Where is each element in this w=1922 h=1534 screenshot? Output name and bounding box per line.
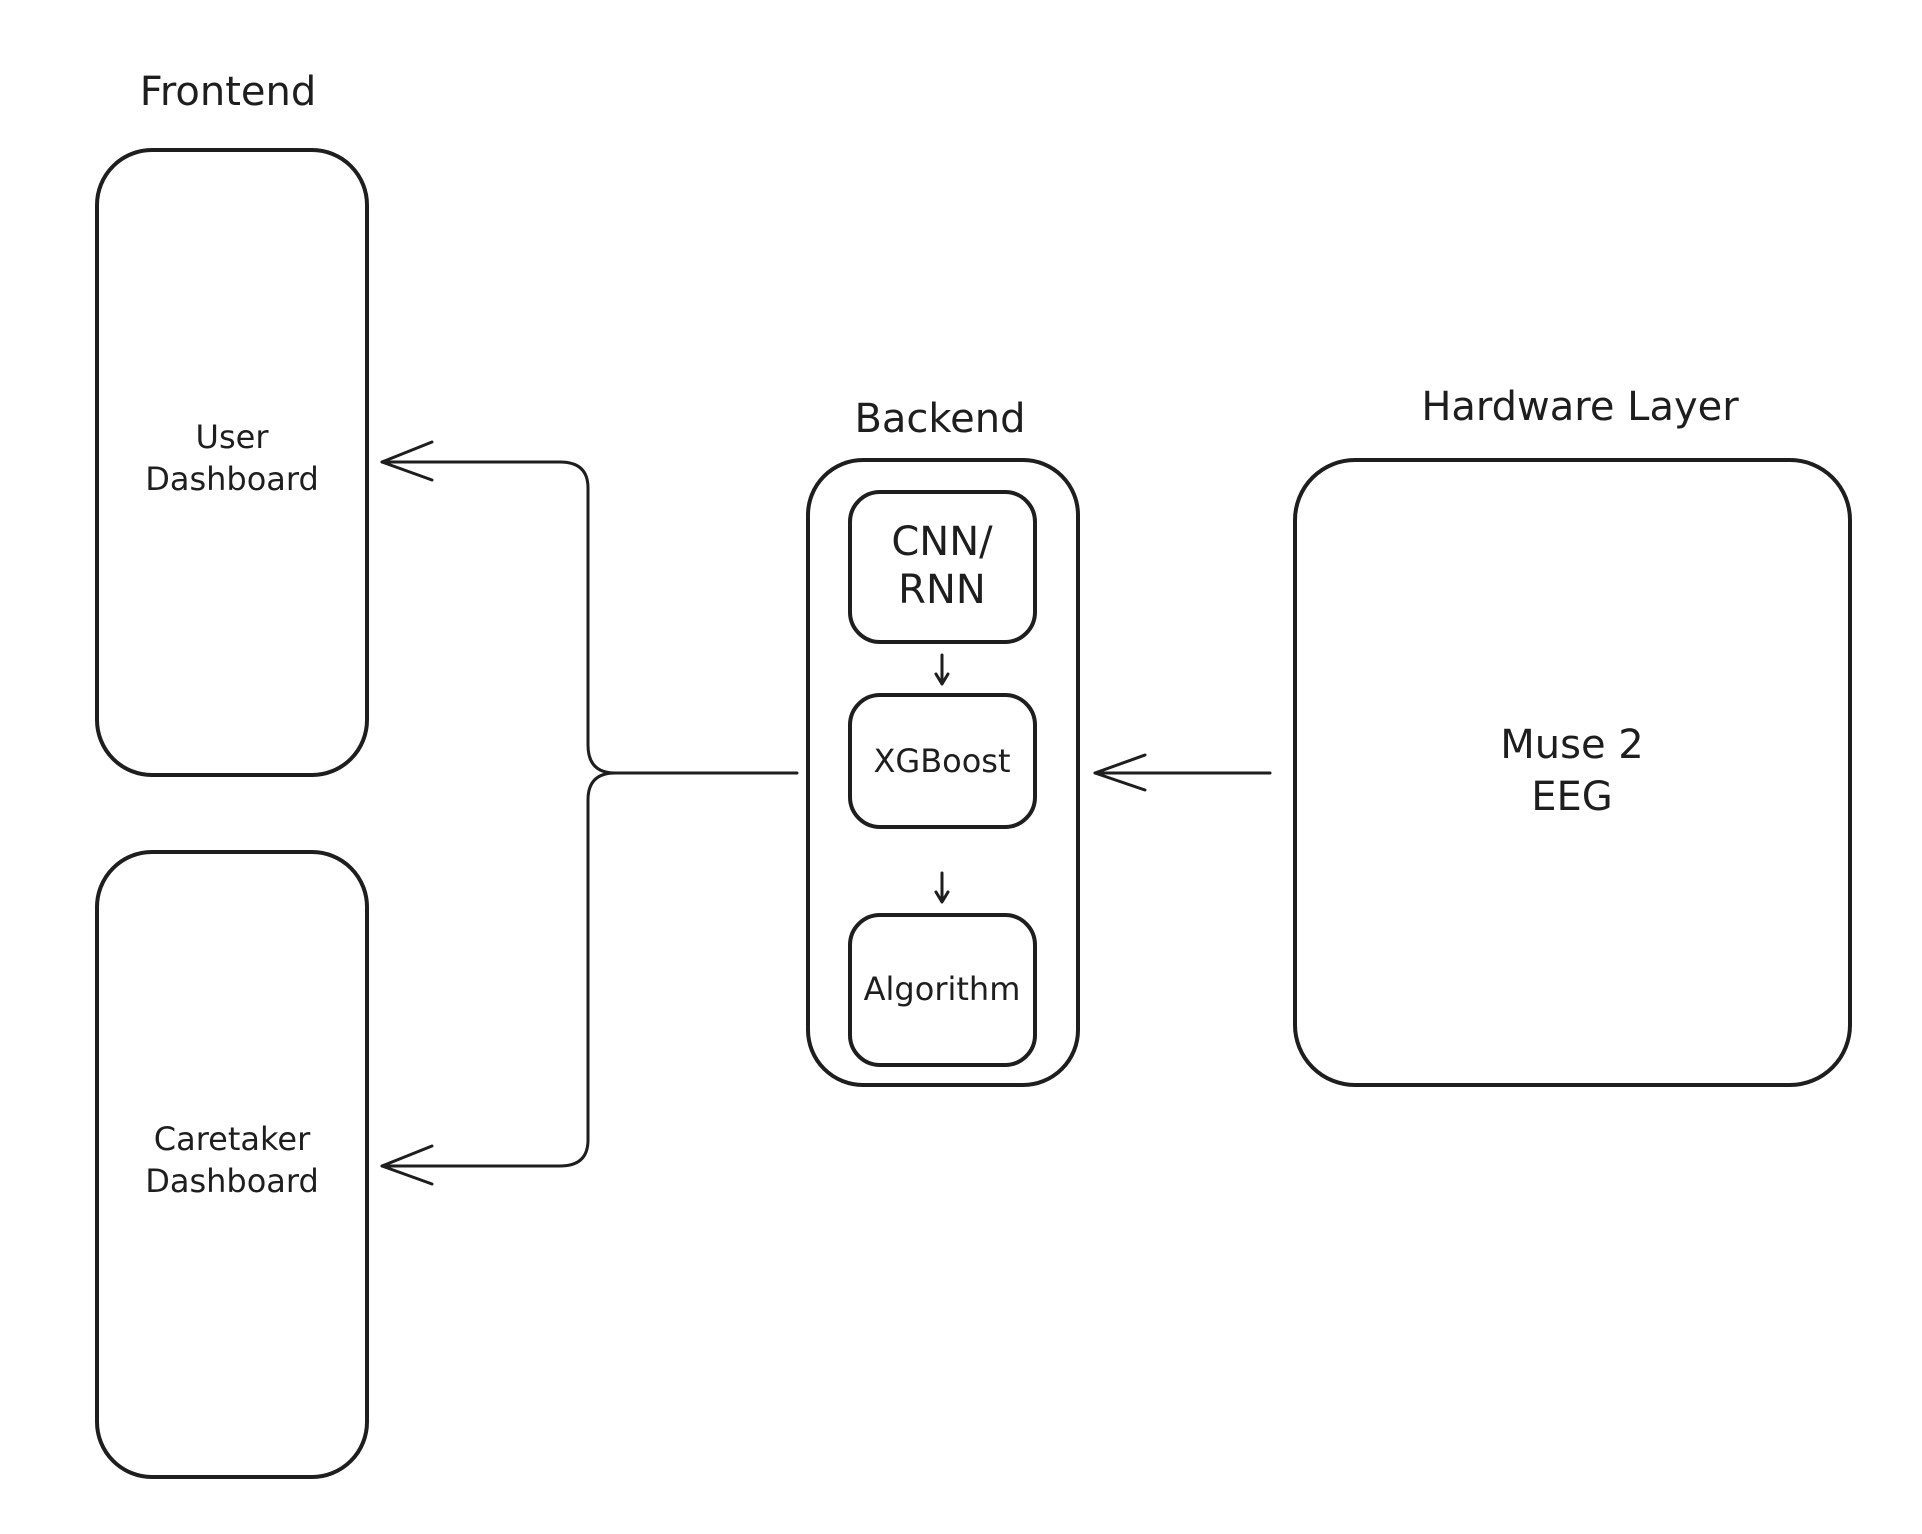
cnn-to-xgboost-arrowhead <box>934 672 950 686</box>
cnn-rnn-box[interactable] <box>848 490 1037 644</box>
xgboost-label: XGBoost <box>873 742 1010 780</box>
user-dashboard-label-line2: Dashboard <box>145 460 319 498</box>
algorithm-label: Algorithm <box>864 970 1021 1008</box>
muse-eeg-label-line1: Muse 2 <box>1500 722 1643 768</box>
backend-container[interactable] <box>806 458 1080 1087</box>
frontend-title: Frontend <box>140 69 317 115</box>
backend-to-user-dashboard-arrowhead <box>380 440 434 482</box>
xgboost-box[interactable] <box>848 693 1037 829</box>
backend-title: Backend <box>854 396 1025 442</box>
hardware-layer-title: Hardware Layer <box>1421 384 1739 430</box>
cnn-rnn-label-line2: RNN <box>898 567 986 613</box>
caretaker-dashboard-label-line2: Dashboard <box>145 1162 319 1200</box>
muse-eeg-label-line2: EEG <box>1531 774 1613 820</box>
user-dashboard-label-line1: User <box>196 418 270 456</box>
xgboost-to-algorithm-arrowhead <box>934 890 950 904</box>
backend-to-user-dashboard-connector <box>380 460 799 775</box>
muse-eeg-box[interactable] <box>1293 458 1852 1087</box>
cnn-rnn-label-line1: CNN/ <box>891 519 993 565</box>
backend-to-caretaker-dashboard-connector <box>380 771 617 1168</box>
hardware-to-backend-arrowhead <box>1093 753 1147 792</box>
caretaker-dashboard-box[interactable] <box>95 850 369 1479</box>
algorithm-box[interactable] <box>848 913 1037 1067</box>
backend-to-caretaker-dashboard-arrowhead <box>380 1144 434 1186</box>
caretaker-dashboard-label-line1: Caretaker <box>154 1120 311 1158</box>
user-dashboard-box[interactable] <box>95 148 369 777</box>
